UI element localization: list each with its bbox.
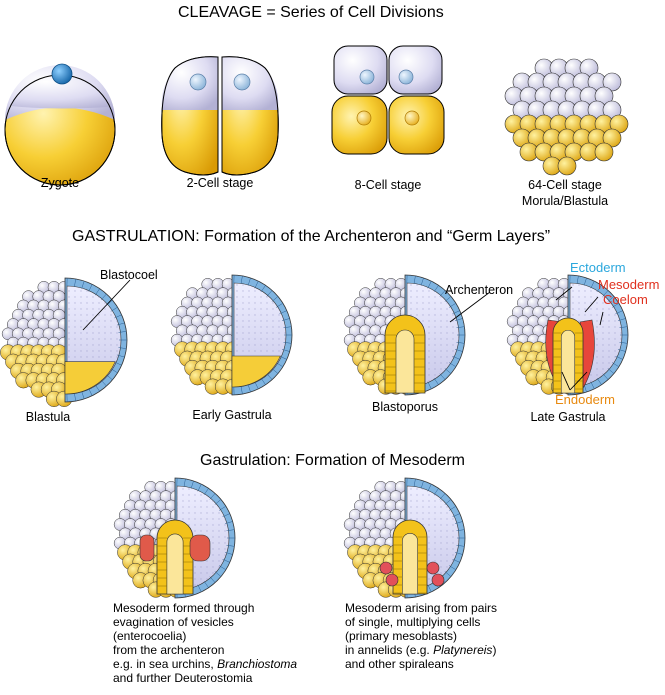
- label-coelom: Coelom: [603, 292, 648, 307]
- label-blastocoel: Blastocoel: [100, 268, 158, 282]
- enterocoely-embryo: [113, 477, 236, 599]
- label-ectoderm: Ectoderm: [570, 260, 626, 275]
- label-blastula: Blastula: [25, 410, 71, 424]
- label-archenteron: Archenteron: [445, 283, 514, 297]
- enterocoely-description: Mesoderm formed through evagination of v…: [113, 601, 298, 685]
- late-gastrula-embryo: [506, 274, 629, 396]
- label-64-cell: 64-Cell stage: [528, 178, 602, 192]
- label-2-cell: 2-Cell stage: [186, 176, 254, 190]
- early-gastrula-embryo: [170, 274, 293, 396]
- eight-cell-embryo: [331, 45, 445, 155]
- gastrulation-title: GASTRULATION: Formation of the Archenter…: [72, 228, 551, 245]
- two-cell-embryo: [161, 56, 279, 176]
- nucleus-icon: [51, 63, 73, 85]
- mesoblast-description: Mesoderm arising from pairs of single, m…: [345, 601, 498, 671]
- label-morula-blastula: Morula/Blastula: [521, 194, 609, 208]
- mesoblast-embryo: [343, 477, 466, 599]
- morula-embryo: [504, 58, 629, 176]
- cleavage-title: CLEAVAGE = Series of Cell Divisions: [178, 4, 444, 21]
- label-pointer-lines: [82, 279, 604, 391]
- blastula-embryo: [0, 277, 128, 407]
- label-zygote: Zygote: [40, 176, 80, 190]
- label-endoderm: Endoderm: [555, 392, 615, 407]
- label-8-cell: 8-Cell stage: [354, 178, 422, 192]
- label-mesoderm: Mesoderm: [598, 277, 660, 292]
- label-late-gastrula: Late Gastrula: [530, 410, 606, 424]
- label-blastoporus: Blastoporus: [371, 400, 438, 414]
- label-early-gastrula: Early Gastrula: [192, 408, 272, 422]
- mesoderm-title: Gastrulation: Formation of Mesoderm: [200, 452, 465, 469]
- zygote-cell: [4, 63, 116, 186]
- blastoporus-embryo: [343, 274, 466, 396]
